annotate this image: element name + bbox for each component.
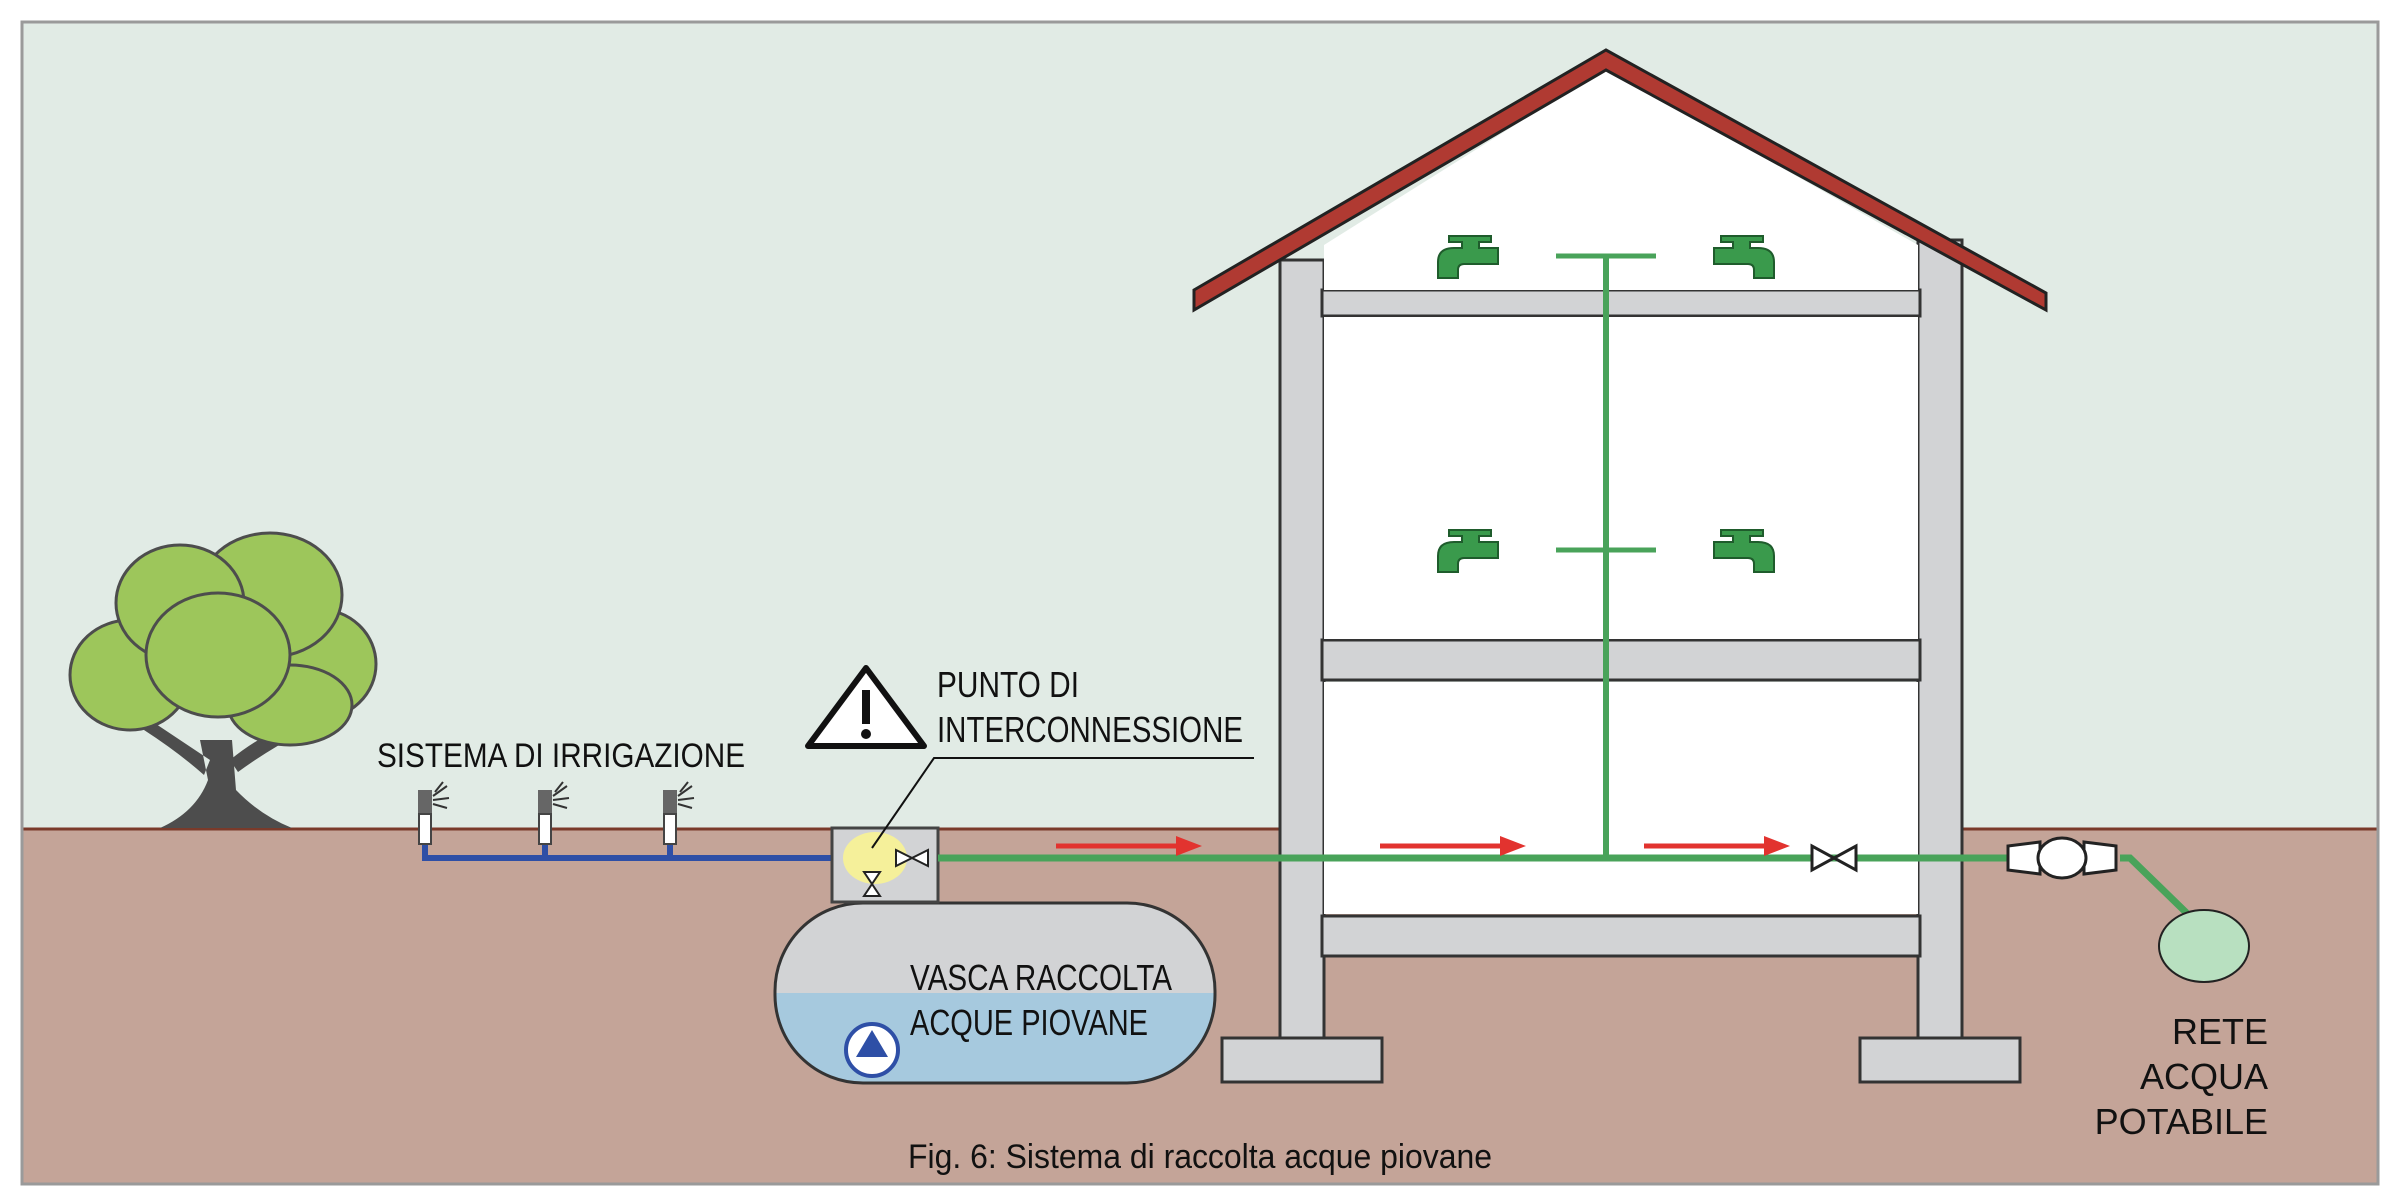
house (1220, 68, 2022, 1084)
water-tap-icon (1713, 235, 1775, 279)
sprinkler-icon (663, 781, 695, 845)
rainwater-tank (773, 901, 1217, 1085)
roof (1192, 48, 2048, 313)
interconnection-highlight (843, 832, 907, 884)
flow-arrow (1644, 836, 1790, 856)
valve-icon (1810, 843, 1858, 873)
flow-arrow (1380, 836, 1526, 856)
tank-label-line2: ACQUE PIOVANE (910, 1002, 1148, 1043)
water-tap-icon (1437, 529, 1499, 573)
warning-triangle-icon (805, 665, 927, 749)
network-label-line3: POTABILE (2095, 1101, 2268, 1142)
tree (68, 531, 378, 828)
water-meter-icon (2006, 836, 2118, 880)
water-tap-icon (1713, 529, 1775, 573)
interconnection-label-line2: INTERCONNESSIONE (937, 709, 1243, 750)
valve-icon (862, 871, 882, 897)
interconnection-label-line1: PUNTO DI (937, 664, 1079, 705)
water-tap-icon (1437, 235, 1499, 279)
valve-icon (895, 848, 929, 868)
sprinkler-icon (538, 781, 570, 845)
network-label-line2: ACQUA (2140, 1056, 2268, 1097)
sky (22, 22, 2378, 830)
flow-arrow (1056, 836, 1202, 856)
callout-leader-line (871, 757, 1254, 849)
figure-caption: Fig. 6: Sistema di raccolta acque piovan… (908, 1138, 1492, 1176)
potable-network-node (2158, 909, 2250, 983)
sprinkler-icon (418, 781, 450, 845)
pump-icon (844, 1022, 900, 1078)
frame-border (20, 20, 2380, 1186)
irrigation-label: SISTEMA DI IRRIGAZIONE (377, 737, 745, 775)
tree-trunk (144, 720, 306, 828)
network-label-line1: RETE (2172, 1011, 2268, 1052)
tank-label-line1: VASCA RACCOLTA (910, 957, 1172, 998)
